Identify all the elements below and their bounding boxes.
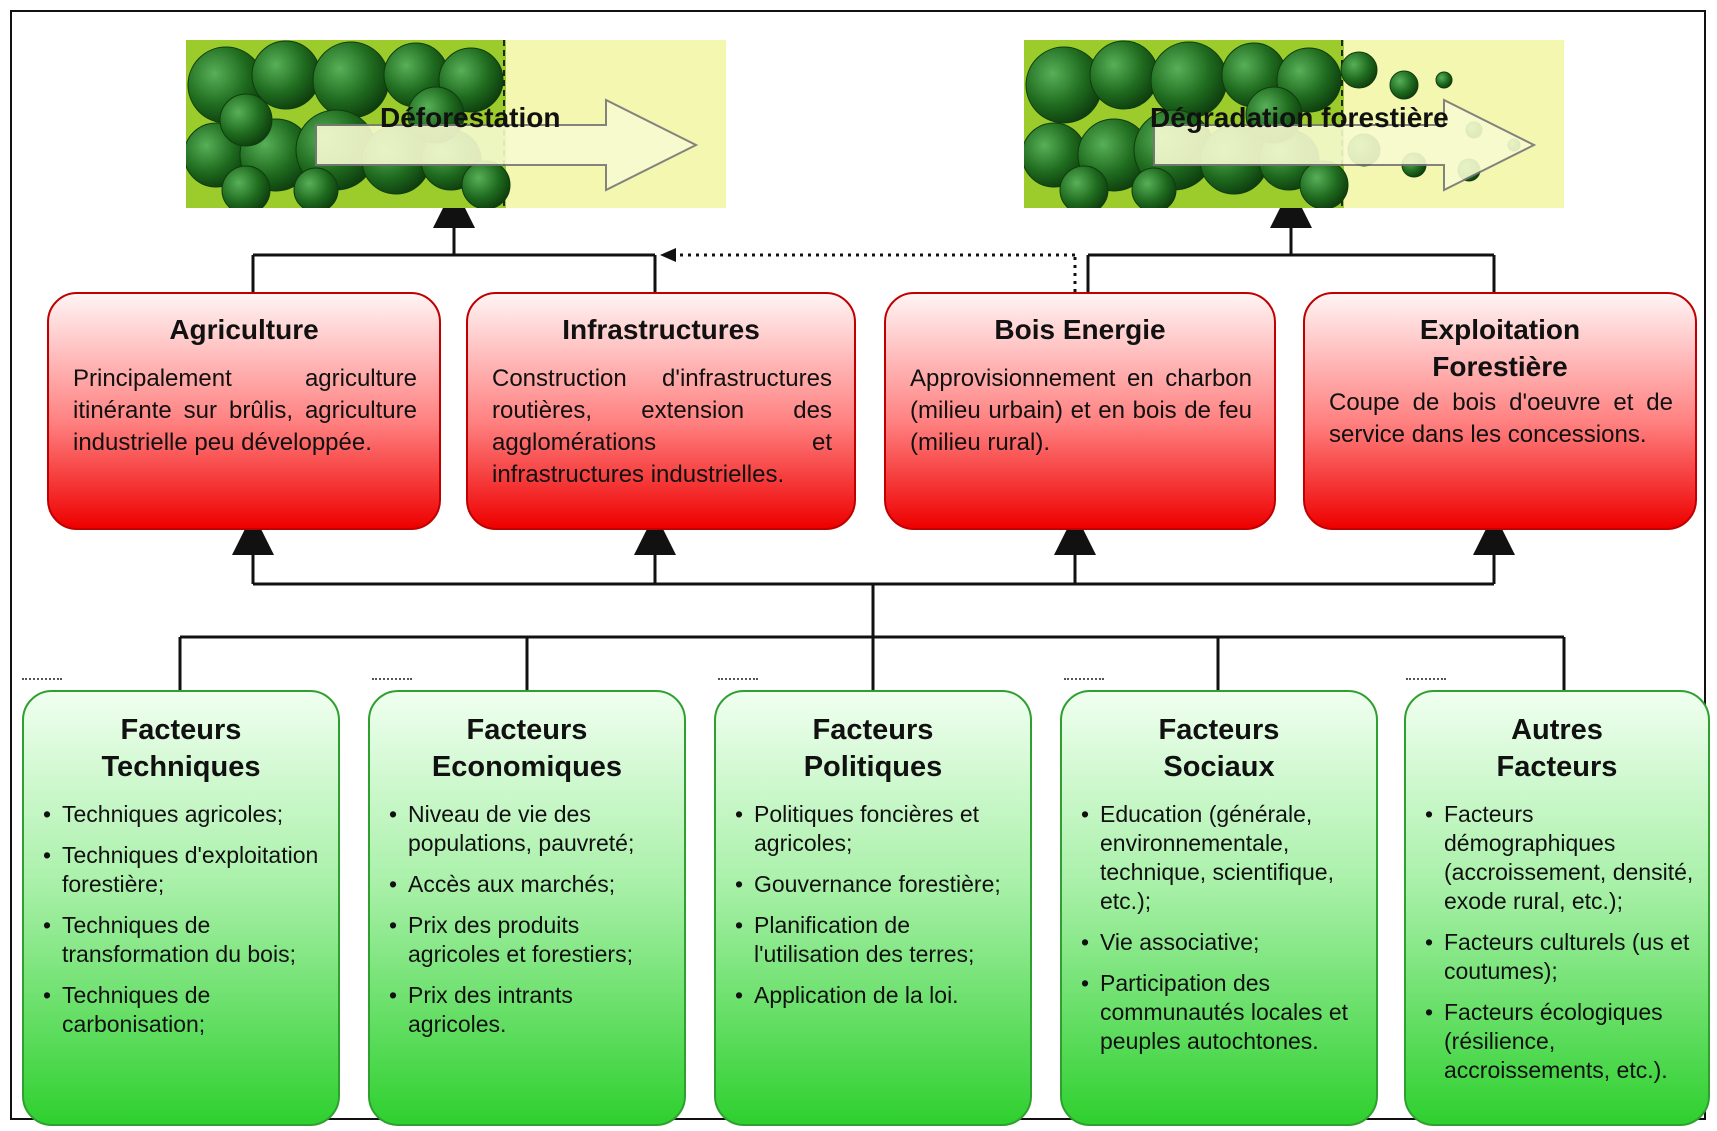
- factor-economiques: Facteurs Economiques Niveau de vie des p…: [368, 690, 686, 1126]
- dotted-mark: [22, 678, 62, 680]
- factor-item: Participation des communautés locales et…: [1072, 969, 1366, 1056]
- factor-item: Accès aux marchés;: [380, 870, 674, 899]
- cause-description: Construction d'infrastructures routières…: [492, 365, 832, 488]
- factor-autres: Autres Facteurs Facteurs démographiques …: [1404, 690, 1710, 1126]
- factor-item: Techniques d'exploitation forestière;: [34, 841, 328, 899]
- factor-item: Gouvernance forestière;: [726, 870, 1020, 899]
- factor-list: Education (générale, environnementale, t…: [1072, 800, 1366, 1056]
- cause-title: Exploitation Forestière: [1419, 314, 1581, 382]
- cause-agriculture: Agriculture Principalement agriculture i…: [47, 292, 441, 530]
- factor-title: Facteurs Economiques: [431, 714, 623, 783]
- degradation-illustration: Dégradation forestière: [1024, 40, 1564, 208]
- cause-title: Infrastructures: [562, 314, 760, 345]
- dotted-mark: [718, 678, 758, 680]
- factor-item: Application de la loi.: [726, 981, 1020, 1010]
- factor-list: Facteurs démographiques (accroissement, …: [1416, 800, 1698, 1085]
- factor-techniques: Facteurs Techniques Techniques agricoles…: [22, 690, 340, 1126]
- factor-item: Facteurs écologiques (résilience, accroi…: [1416, 998, 1698, 1085]
- factor-item: Facteurs démographiques (accroissement, …: [1416, 800, 1698, 916]
- factor-list: Techniques agricoles; Techniques d'explo…: [34, 800, 328, 1039]
- factor-politiques: Facteurs Politiques Politiques foncières…: [714, 690, 1032, 1126]
- factor-item: Politiques foncières et agricoles;: [726, 800, 1020, 858]
- factor-title: Autres Facteurs: [1496, 714, 1618, 783]
- factor-title: Facteurs Politiques: [803, 714, 943, 783]
- factor-sociaux: Facteurs Sociaux Education (générale, en…: [1060, 690, 1378, 1126]
- cause-title: Bois Energie: [994, 314, 1166, 345]
- factor-item: Prix des intrants agricoles.: [380, 981, 674, 1039]
- cause-bois-energie: Bois Energie Approvisionnement en charbo…: [884, 292, 1276, 530]
- cause-description: Approvisionnement en charbon (milieu urb…: [910, 365, 1252, 456]
- factor-item: Niveau de vie des populations, pauvreté;: [380, 800, 674, 858]
- factor-item: Techniques agricoles;: [34, 800, 328, 829]
- factor-item: Planification de l'utilisation des terre…: [726, 911, 1020, 969]
- deforestation-illustration: Déforestation: [186, 40, 726, 208]
- dotted-mark: [1406, 678, 1446, 680]
- factor-item: Prix des produits agricoles et forestier…: [380, 911, 674, 969]
- cause-description: Principalement agriculture itinérante su…: [73, 365, 417, 456]
- factor-item: Education (générale, environnementale, t…: [1072, 800, 1366, 916]
- factor-title: Facteurs Sociaux: [1158, 714, 1280, 783]
- deforestation-label: Déforestation: [380, 102, 561, 133]
- cause-exploitation-forestiere: Exploitation Forestière Coupe de bois d'…: [1303, 292, 1697, 530]
- dotted-mark: [1064, 678, 1104, 680]
- factor-title: Facteurs Techniques: [101, 714, 261, 783]
- degradation-label: Dégradation forestière: [1150, 102, 1449, 133]
- factor-item: Vie associative;: [1072, 928, 1366, 957]
- factor-item: Facteurs culturels (us et coutumes);: [1416, 928, 1698, 986]
- cause-infrastructures: Infrastructures Construction d'infrastru…: [466, 292, 856, 530]
- factor-list: Niveau de vie des populations, pauvreté;…: [380, 800, 674, 1039]
- cause-title: Agriculture: [169, 314, 319, 345]
- factor-item: Techniques de transformation du bois;: [34, 911, 328, 969]
- factor-item: Techniques de carbonisation;: [34, 981, 328, 1039]
- cause-description: Coupe de bois d'oeuvre et de service dan…: [1329, 389, 1673, 448]
- factor-list: Politiques foncières et agricoles; Gouve…: [726, 800, 1020, 1010]
- dotted-mark: [372, 678, 412, 680]
